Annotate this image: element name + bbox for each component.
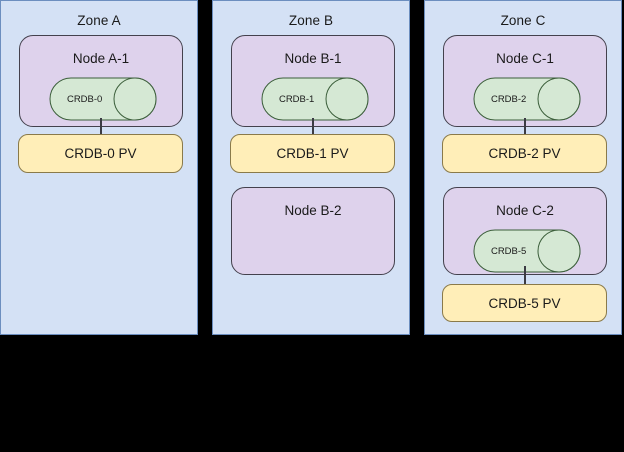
node-title-c-2: Node C-2 [496,203,554,218]
pv-box-crdb-5: CRDB-5 PV [442,284,607,322]
pv-box-crdb-1: CRDB-1 PV [230,134,395,173]
pv-label-crdb-2: CRDB-2 PV [488,146,561,161]
zone-title-b: Zone B [288,13,334,28]
node-container-b-1: Node B-1 CRDB-1 [231,35,395,127]
database-cylinder-icon-crdb-1: CRDB-1 [261,77,369,121]
node-container-b-2: Node B-2 [231,187,395,275]
storage-connector-crdb-1 [312,118,314,135]
storage-connector-crdb-5 [524,266,526,284]
pv-label-crdb-1: CRDB-1 PV [276,146,349,161]
zone-container-b: Zone B Node B-1 CRDB-1 CRDB-1 PV Node B-… [212,0,410,335]
node-title-b-2: Node B-2 [284,203,342,218]
database-cylinder-icon-crdb-2: CRDB-2 [473,77,581,121]
pv-box-crdb-0: CRDB-0 PV [18,134,183,173]
node-title-a-1: Node A-1 [72,51,130,66]
storage-connector-crdb-0 [100,118,102,135]
zone-title-c: Zone C [500,13,546,28]
storage-connector-crdb-2 [524,118,526,135]
node-container-c-2: Node C-2 CRDB-5 [443,187,607,275]
pv-label-crdb-5: CRDB-5 PV [488,295,561,311]
node-container-a-1: Node A-1 CRDB-0 [19,35,183,127]
zone-container-c: Zone C Node C-1 CRDB-2 CRDB-2 PV Node C-… [424,0,622,335]
node-title-c-1: Node C-1 [496,51,554,66]
node-title-b-1: Node B-1 [284,51,342,66]
zone-container-a: Zone A Node A-1 CRDB-0 CRDB-0 PV [0,0,198,335]
database-cylinder-icon-crdb-5: CRDB-5 [473,229,581,273]
pv-box-crdb-2: CRDB-2 PV [442,134,607,173]
database-cylinder-icon-crdb-0: CRDB-0 [49,77,157,121]
zone-title-a: Zone A [77,13,121,28]
node-container-c-1: Node C-1 CRDB-2 [443,35,607,127]
pv-label-crdb-0: CRDB-0 PV [64,146,137,161]
